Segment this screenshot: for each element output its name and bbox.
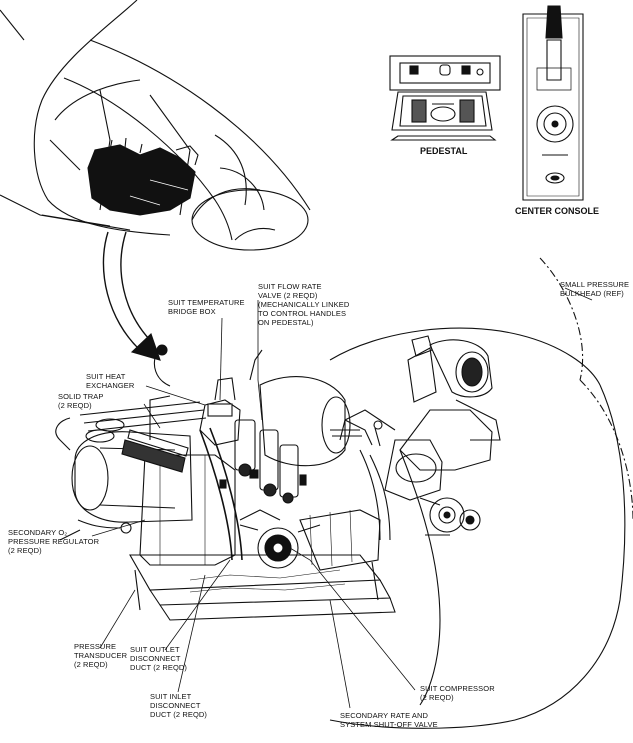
label-suit-inlet-disconnect-duct: SUIT INLET DISCONNECT DUCT (2 REQD) xyxy=(150,692,207,719)
ecs-package xyxy=(55,344,396,621)
label-secondary-rate-valve: SECONDARY RATE AND SYSTEM SHUT-OFF VALVE xyxy=(340,711,438,729)
label-small-pressure-bulkhead: SMALL PRESSURE BULKHEAD (REF) xyxy=(560,280,630,298)
ducting-assembly xyxy=(330,335,501,541)
label-suit-compressor: SUIT COMPRESSOR (2 REQD) xyxy=(420,684,495,702)
label-suit-outlet-disconnect-duct: SUIT OUTLET DISCONNECT DUCT (2 REQD) xyxy=(130,645,187,672)
label-solid-trap: SOLID TRAP (2 REQD) xyxy=(58,392,104,410)
label-suit-heat-exchanger: SUIT HEAT EXCHANGER xyxy=(86,372,135,390)
cockpit-cutaway xyxy=(0,0,311,361)
bulkhead-outline xyxy=(329,257,633,729)
center-console-title: CENTER CONSOLE xyxy=(515,206,600,216)
label-suit-flow-rate-valve: SUIT FLOW RATE VALVE (2 REQD) (MECHANICA… xyxy=(258,282,350,327)
label-pressure-transducer: PRESSURE TRANSDUCER (2 REQD) xyxy=(74,642,128,669)
pedestal-title: PEDESTAL xyxy=(420,146,468,156)
label-suit-temperature-bridge-box: SUIT TEMPERATURE BRIDGE BOX xyxy=(168,298,245,316)
center-console-drawing xyxy=(522,5,584,201)
pedestal-drawing xyxy=(389,55,501,141)
label-secondary-o2-regulator: SECONDARY O₂ PRESSURE REGULATOR (2 REQD) xyxy=(8,528,100,555)
leader-lines xyxy=(91,287,593,709)
